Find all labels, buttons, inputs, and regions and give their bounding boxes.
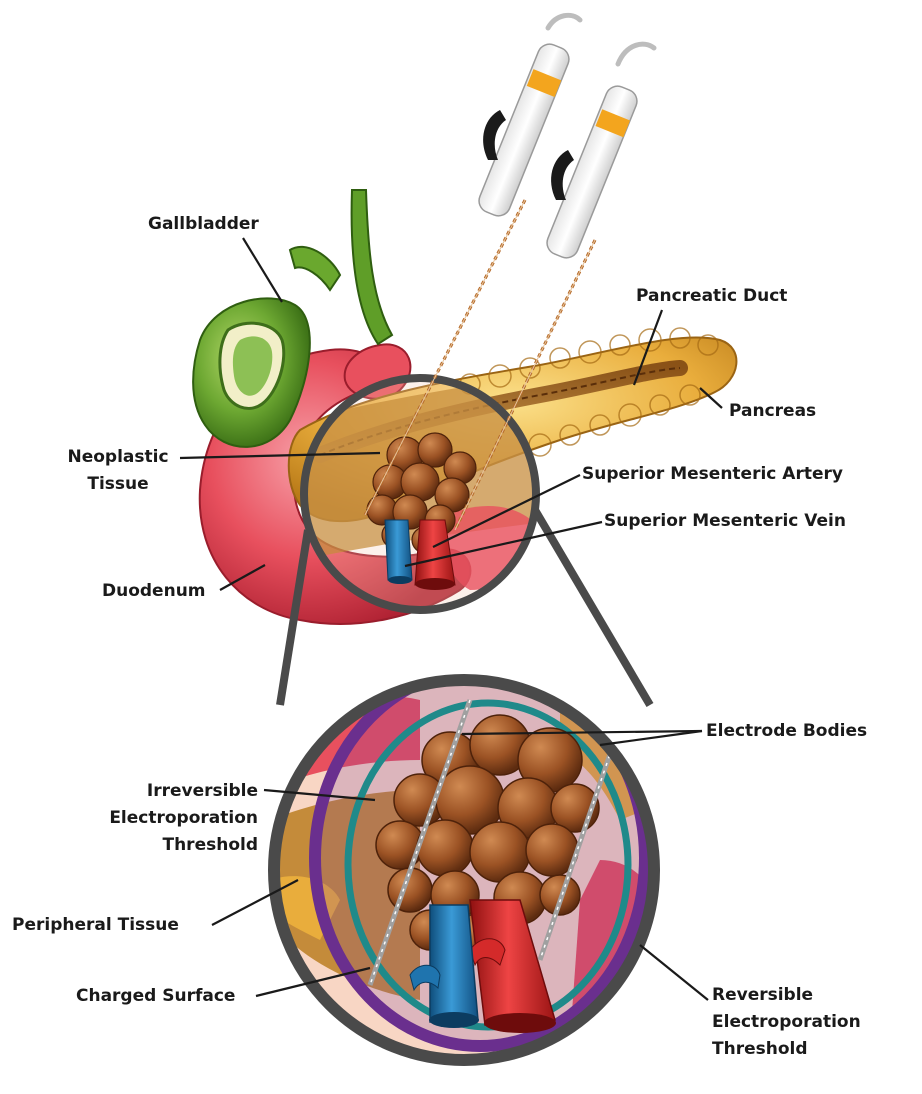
label-duodenum: Duodenum: [102, 578, 206, 605]
label-superior-mesenteric-vein: Superior Mesenteric Vein: [604, 508, 846, 535]
label-superior-mesenteric-artery: Superior Mesenteric Artery: [582, 461, 843, 488]
magnified-view: [260, 670, 670, 1060]
label-ire-line2: Electroporation: [70, 805, 258, 832]
label-peripheral-tissue: Peripheral Tissue: [12, 912, 179, 939]
label-re-line1: Reversible: [712, 982, 861, 1009]
label-electrode-bodies: Electrode Bodies: [706, 718, 867, 745]
label-neoplastic-tissue: Neoplastic Tissue: [58, 444, 178, 498]
label-re-line3: Threshold: [712, 1036, 861, 1063]
label-reversible-electroporation-threshold: Reversible Electroporation Threshold: [712, 982, 861, 1063]
label-ire-line1: Irreversible: [70, 778, 258, 805]
label-pancreas: Pancreas: [729, 398, 816, 425]
label-charged-surface: Charged Surface: [76, 983, 235, 1010]
label-neoplastic-line2: Tissue: [58, 471, 178, 498]
label-ire-line3: Threshold: [70, 832, 258, 859]
label-irreversible-electroporation-threshold: Irreversible Electroporation Threshold: [70, 778, 258, 859]
label-pancreatic-duct: Pancreatic Duct: [636, 283, 787, 310]
label-re-line2: Electroporation: [712, 1009, 861, 1036]
label-neoplastic-line1: Neoplastic: [58, 444, 178, 471]
label-gallbladder: Gallbladder: [148, 211, 259, 238]
